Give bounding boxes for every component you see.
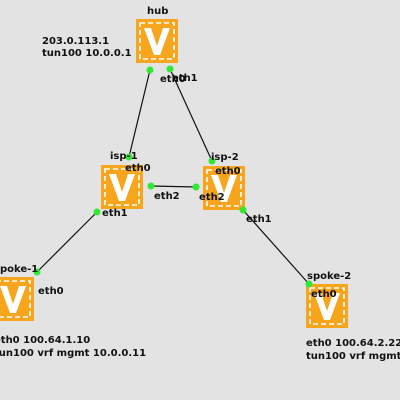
vyos-router-icon xyxy=(101,165,143,209)
port-label-isp1-eth2: eth2 xyxy=(154,191,180,202)
port-label-isp2-eth0: eth0 xyxy=(215,166,241,177)
port-dot-spoke2-eth0[interactable] xyxy=(305,280,313,288)
port-dot-isp2-eth0[interactable] xyxy=(208,157,216,165)
port-label-isp2-eth1: eth1 xyxy=(246,214,272,225)
node-label-hub: hub xyxy=(147,6,168,17)
node-label-spoke-1: spoke-1 xyxy=(0,264,38,275)
vyos-router-icon xyxy=(0,277,34,321)
port-dots xyxy=(33,65,313,288)
port-label-isp1-eth0: eth0 xyxy=(125,163,151,174)
port-dot-isp1-eth2[interactable] xyxy=(147,182,155,190)
port-dot-isp1-eth0[interactable] xyxy=(125,153,133,161)
vyos-router-icon xyxy=(136,19,178,63)
port-dot-spoke1-eth0[interactable] xyxy=(33,268,41,276)
spoke1-note-line2: tun100 vrf mgmt 10.0.0.11 xyxy=(0,348,146,359)
port-dot-isp2-eth2[interactable] xyxy=(192,183,200,191)
link-hub-isp2 xyxy=(169,68,213,162)
hub-note-line1: 203.0.113.1 xyxy=(42,36,109,47)
port-label-spoke2-eth0: eth0 xyxy=(311,289,337,300)
node-hub[interactable] xyxy=(136,19,178,63)
spoke2-note-line2: tun100 vrf mgmt xyxy=(306,351,400,362)
node-label-isp-2: isp-2 xyxy=(211,152,239,163)
port-dot-isp2-eth1[interactable] xyxy=(239,206,247,214)
port-dot-hub-eth1[interactable] xyxy=(166,65,174,73)
node-isp-2[interactable] xyxy=(203,166,245,210)
node-spoke-1[interactable] xyxy=(0,277,34,321)
vyos-router-icon xyxy=(203,166,245,210)
link-isp2-spoke2 xyxy=(242,209,310,285)
port-label-hub-eth0: eth0 xyxy=(160,74,186,85)
links xyxy=(36,68,310,285)
port-label-isp2-eth2: eth2 xyxy=(199,192,225,203)
node-label-isp-1: isp-1 xyxy=(110,151,138,162)
spoke2-note-line1: eth0 100.64.2.22 xyxy=(306,338,400,349)
link-isp1-isp2 xyxy=(150,185,197,188)
vyos-router-icon xyxy=(306,284,348,328)
node-spoke-2[interactable] xyxy=(306,284,348,328)
node-isp-1[interactable] xyxy=(101,165,143,209)
node-label-spoke-2: spoke-2 xyxy=(307,271,351,282)
hub-note-line2: tun100 10.0.0.1 xyxy=(42,48,132,59)
port-dot-hub-eth0[interactable] xyxy=(146,66,154,74)
port-label-spoke1-eth0: eth0 xyxy=(38,286,64,297)
port-dot-isp1-eth1[interactable] xyxy=(93,208,101,216)
port-label-isp1-eth1: eth1 xyxy=(102,208,128,219)
link-hub-isp1 xyxy=(128,69,151,158)
spoke1-note-line1: eth0 100.64.1.10 xyxy=(0,335,90,346)
link-isp1-spoke1 xyxy=(36,211,98,273)
port-label-hub-eth1: eth1 xyxy=(172,73,198,84)
